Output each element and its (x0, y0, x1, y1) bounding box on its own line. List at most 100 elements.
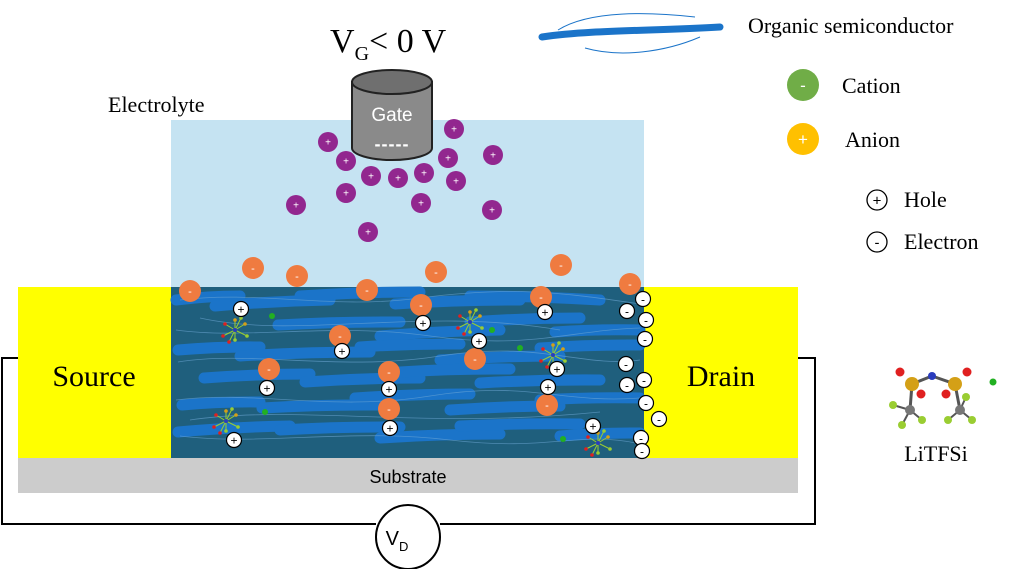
electron-carrier-symbol: - (643, 332, 647, 346)
cation-ion: + (318, 132, 338, 152)
hole-carrier: + (539, 378, 557, 396)
cation-ion: + (388, 168, 408, 188)
legend-organic-label: Organic semiconductor (748, 13, 954, 38)
gate-voltage-title: VG< 0 V (330, 23, 447, 65)
anion-ion: - (378, 398, 400, 420)
semiconductor-fiber (272, 316, 406, 331)
hole-carrier: + (414, 314, 432, 332)
cation-ion-symbol: + (489, 206, 495, 217)
li-ion (262, 409, 268, 415)
substrate-label: Substrate (369, 467, 446, 487)
cation-ion-symbol: + (418, 199, 424, 210)
anion-ion-symbol: - (295, 271, 299, 283)
anion-ion-symbol: - (473, 354, 477, 366)
electron-carrier: - (637, 394, 655, 412)
hole-carrier-symbol: + (338, 344, 345, 358)
anion-ion: - (536, 394, 558, 416)
semiconductor-fiber (299, 372, 426, 388)
drain-circuit-wire (1, 357, 816, 525)
anion-ion-symbol: - (434, 267, 438, 279)
li-ion-icon (989, 378, 997, 386)
hole-carrier: + (333, 342, 351, 360)
semiconductor-fiber (176, 396, 266, 411)
electron-carrier: - (618, 302, 636, 320)
semiconductor-fiber (549, 324, 646, 338)
semiconductor-fiber (170, 290, 246, 306)
polymer-strand (175, 390, 641, 403)
cation-ion-symbol: + (325, 138, 331, 149)
tfsi-molecule (584, 429, 612, 457)
hole-carrier: + (232, 300, 250, 318)
legend-electron: - Electron (866, 229, 979, 254)
lithium-ions (262, 313, 566, 442)
cation-ion: + (444, 119, 464, 139)
anion-ion: - (410, 294, 432, 316)
cation-ion-symbol: + (490, 151, 496, 162)
cation-ion-symbol: + (365, 228, 371, 239)
hole-carrier-symbol: + (237, 302, 244, 316)
electron-carrier: - (634, 290, 652, 308)
holes: ++++++++++++ (225, 300, 602, 449)
hole-carrier-symbol: + (263, 381, 270, 395)
electron-carrier: - (618, 376, 636, 394)
li-ion (269, 313, 275, 319)
anion-ion: - (530, 286, 552, 308)
anions: - - - - - - - - - - - - - - - (179, 254, 641, 420)
electron-carrier-symbol: - (644, 396, 648, 410)
substrate (18, 458, 798, 493)
legend-organic-semiconductor: Organic semiconductor (538, 13, 954, 54)
electron-carrier-symbol: - (625, 304, 629, 318)
electron-carrier: - (650, 410, 668, 428)
anion-ion-symbol: - (251, 263, 255, 275)
cation-ion-symbol: + (453, 177, 459, 188)
gate-electrode: Gate ----- (351, 69, 433, 161)
anion-ion: - (286, 265, 308, 287)
cation-legend-symbol: - (800, 76, 806, 95)
legend-cation-label: Cation (842, 73, 901, 98)
anion-ion-symbol: - (365, 285, 369, 297)
anion-ion: - (179, 280, 201, 302)
tfsi-molecule (212, 407, 240, 435)
electron-legend-symbol: - (875, 235, 880, 252)
source-label: Source (52, 360, 135, 393)
li-ion (489, 327, 495, 333)
electron-carrier-symbol: - (624, 357, 628, 371)
cation-ion-symbol: + (343, 189, 349, 200)
litfsi-label: LiTFSi (904, 441, 968, 466)
electron-carrier: - (637, 311, 655, 329)
semiconductor-fiber (374, 428, 506, 444)
hole-carrier: + (380, 380, 398, 398)
anion-ion-symbol: - (338, 331, 342, 343)
electron-carrier: - (617, 355, 635, 373)
cation-ion-symbol: + (421, 169, 427, 180)
hole-carrier-symbol: + (385, 382, 392, 396)
source-electrode (18, 287, 171, 458)
legend-hole: + Hole (866, 187, 947, 212)
hole-carrier: + (584, 417, 602, 435)
anion-ion-symbol: - (539, 292, 543, 304)
anion-ion: - (242, 257, 264, 279)
electron-carrier-symbol: - (639, 431, 643, 445)
hole-carrier: + (548, 360, 566, 378)
anion-ion: - (356, 279, 378, 301)
legend-hole-label: Hole (904, 187, 947, 212)
li-ion (517, 345, 523, 351)
anion-legend-icon (787, 123, 819, 155)
cation-ion-symbol: + (293, 201, 299, 212)
electrons: ----------- (617, 290, 668, 460)
anion-ion: - (550, 254, 572, 276)
polymer-strand (199, 317, 561, 331)
electron-carrier-symbol: - (642, 373, 646, 387)
cations: ++++++++++++++ (286, 119, 503, 242)
drain-label: Drain (687, 360, 755, 393)
cation-ion: + (482, 200, 502, 220)
fiber-legend-icon (538, 23, 724, 41)
electron-carrier-symbol: - (657, 412, 661, 426)
anion-ion: - (619, 273, 641, 295)
anion-ion-symbol: - (545, 400, 549, 412)
hole-carrier-symbol: + (230, 433, 237, 447)
cation-ion: + (286, 195, 306, 215)
tfsi-molecules (212, 308, 612, 457)
anion-ion-symbol: - (559, 260, 563, 272)
